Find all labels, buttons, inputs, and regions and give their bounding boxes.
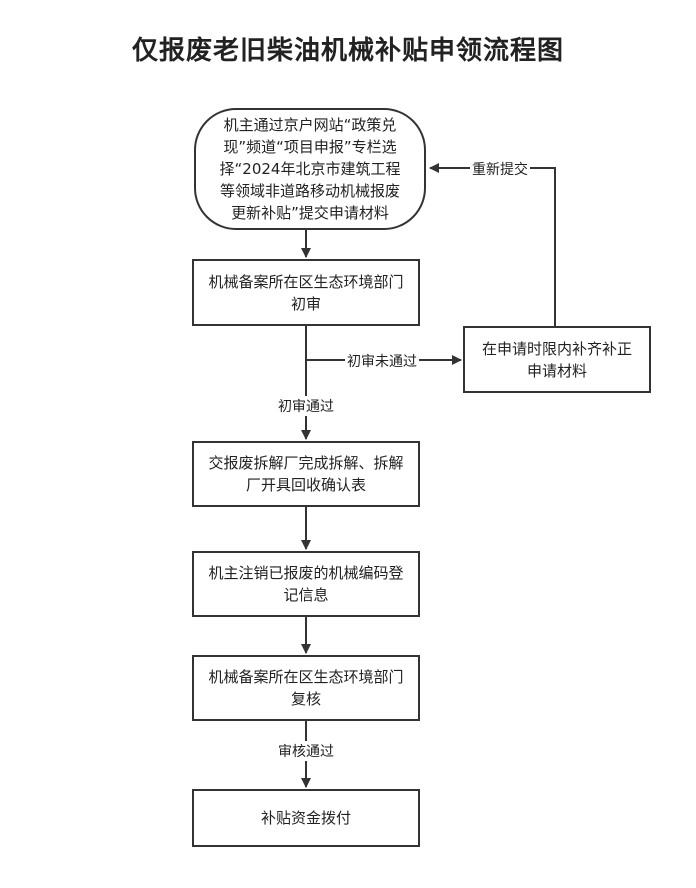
step-dismantle: 交报废拆解厂完成拆解、拆解厂开具回收确认表 bbox=[192, 441, 420, 507]
label-initial-passed: 初审通过 bbox=[276, 396, 336, 416]
step-start-submit: 机主通过京户网站“政策兑现”频道“项目申报”专栏选择“2024年北京市建筑工程等… bbox=[194, 108, 426, 230]
arrow-supplement-to-start bbox=[429, 163, 556, 326]
label-initial-failed: 初审未通过 bbox=[345, 351, 419, 371]
label-resubmit: 重新提交 bbox=[470, 159, 530, 179]
step-supplement-materials: 在申请时限内补齐补正申请材料 bbox=[463, 326, 651, 393]
step-deregister: 机主注销已报废的机械编码登记信息 bbox=[192, 551, 420, 617]
step-payment: 补贴资金拨付 bbox=[192, 789, 420, 847]
step-recheck: 机械备案所在区生态环境部门复核 bbox=[192, 655, 420, 721]
label-recheck-passed: 审核通过 bbox=[276, 741, 336, 761]
step-initial-review: 机械备案所在区生态环境部门初审 bbox=[192, 259, 420, 326]
page-title: 仅报废老旧柴油机械补贴申领流程图 bbox=[131, 36, 564, 66]
